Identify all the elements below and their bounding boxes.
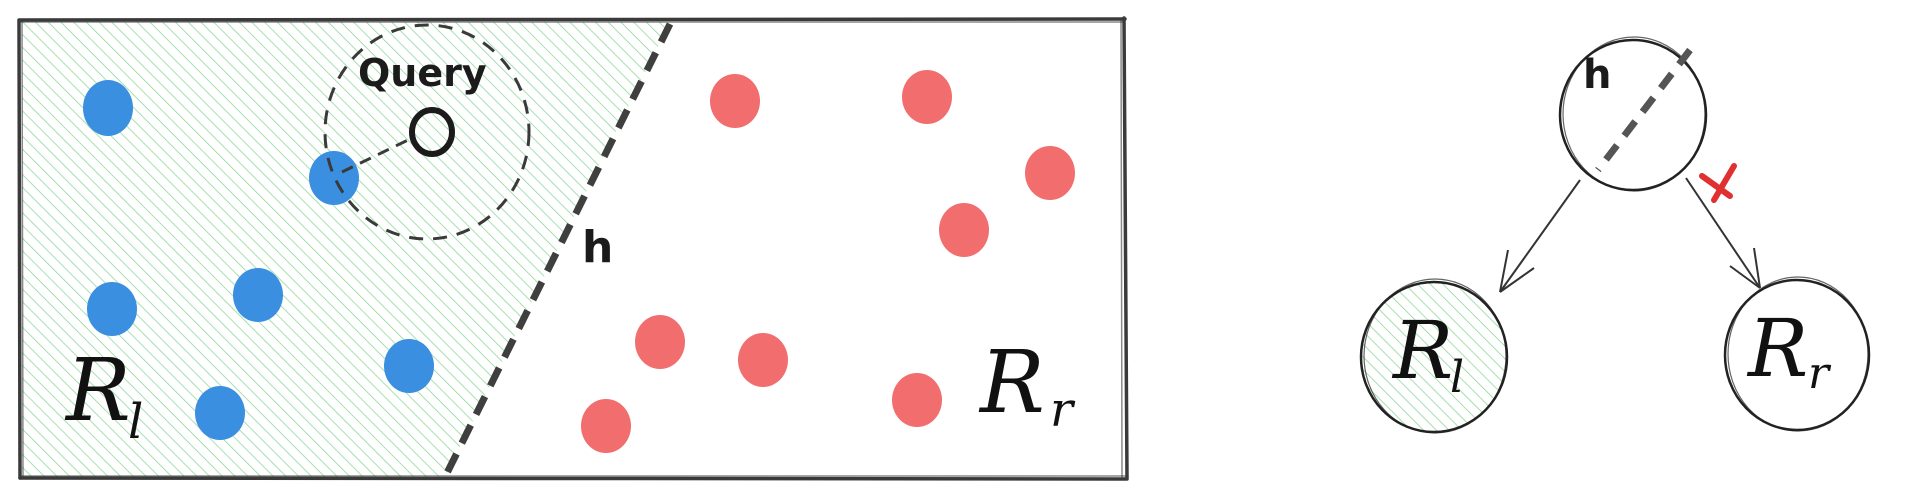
svg-text:l: l (128, 394, 143, 450)
root-node: h (1558, 36, 1708, 192)
svg-text:R: R (1391, 304, 1453, 397)
left-point (309, 151, 359, 205)
left-point (83, 80, 133, 136)
right-point (581, 399, 631, 453)
svg-text:r: r (1808, 348, 1832, 399)
left-points (83, 80, 434, 440)
svg-text:r: r (1050, 382, 1076, 438)
right-point (635, 315, 685, 369)
pruned-mark (1699, 163, 1737, 203)
svg-text:R: R (1746, 302, 1808, 395)
hyperplane-line (441, 22, 674, 479)
left-point (384, 339, 434, 393)
left-point (233, 268, 283, 322)
query-label: Query (358, 51, 487, 95)
svg-text:l: l (1450, 352, 1464, 403)
query-search-region: Query (323, 23, 531, 241)
left-edge (1499, 179, 1581, 293)
right-region-label: R r (978, 333, 1076, 438)
left-point (87, 282, 137, 336)
svg-text:R: R (64, 341, 131, 441)
hyperplane-label: h (582, 222, 613, 273)
right-points (581, 70, 1075, 453)
right-point (902, 70, 952, 124)
right-point (1025, 146, 1075, 200)
root-label: h (1583, 52, 1611, 98)
right-point (738, 333, 788, 387)
left-child-node: R l (1359, 278, 1509, 434)
query-to-neighbor-line (341, 138, 409, 174)
left-region-label: R l (64, 341, 143, 450)
space-partition-panel: h Query R (17, 16, 1129, 481)
right-point (939, 203, 989, 257)
partition-box (17, 16, 1129, 481)
root-hyperplane-line (1595, 47, 1693, 173)
right-edge (1685, 177, 1761, 289)
right-child-node: R r (1723, 276, 1871, 432)
tree-panel: h R l R r (1359, 36, 1871, 434)
svg-text:R: R (978, 333, 1045, 433)
query-point (409, 107, 455, 157)
left-point (195, 386, 245, 440)
query-radius-circle (323, 23, 531, 241)
right-point (710, 74, 760, 128)
right-point (892, 373, 942, 427)
